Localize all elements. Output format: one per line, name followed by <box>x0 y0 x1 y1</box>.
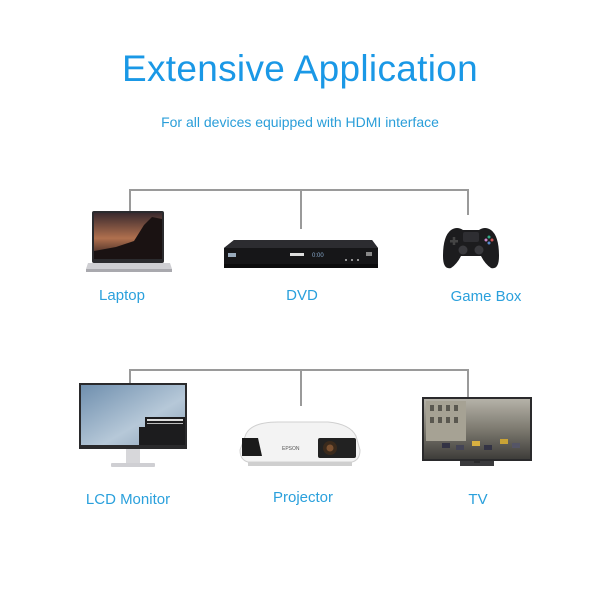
label-laptop: Laptop <box>99 287 145 304</box>
laptop-icon <box>86 211 172 273</box>
game-controller-icon <box>441 226 501 272</box>
label-lcd-monitor: LCD Monitor <box>85 491 171 508</box>
svg-text:0:00: 0:00 <box>312 253 324 259</box>
label-dvd: DVD <box>286 287 318 304</box>
page-title: Extensive Application <box>122 48 478 89</box>
label-game-box: Game Box <box>450 288 522 305</box>
page-subtitle: For all devices equipped with HDMI inter… <box>161 114 439 130</box>
projector-icon: EPSON <box>238 420 362 470</box>
dvd-player-icon: 0:00 <box>220 238 380 272</box>
label-tv: TV <box>468 491 488 508</box>
label-projector: Projector <box>272 489 334 506</box>
monitor-icon <box>79 383 187 469</box>
tv-icon <box>422 397 532 469</box>
svg-text:EPSON: EPSON <box>282 446 300 452</box>
